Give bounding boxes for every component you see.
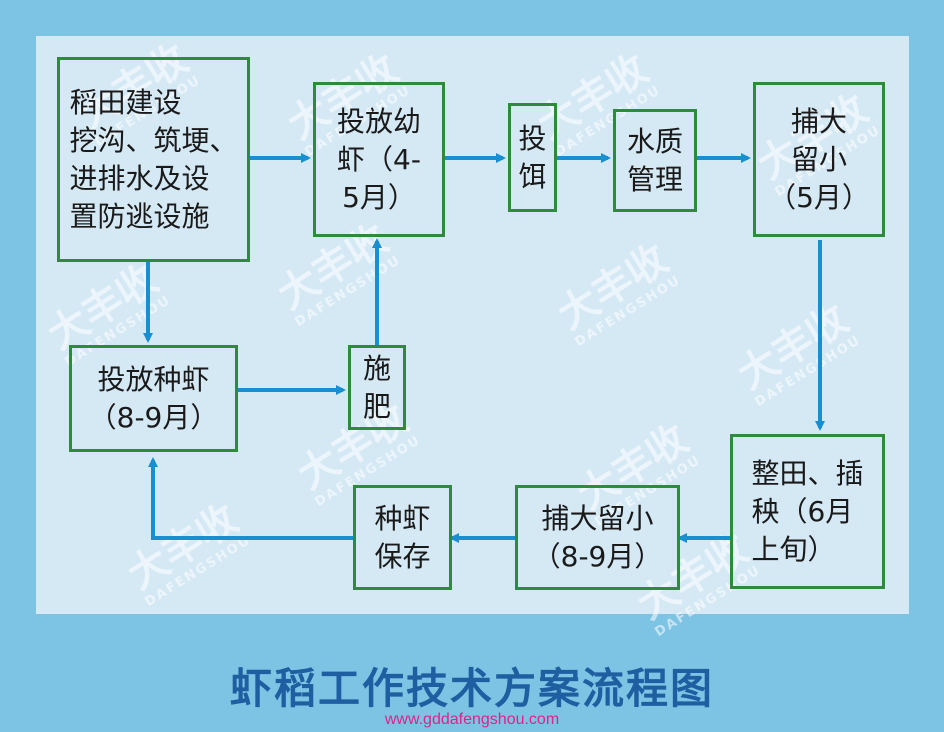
node-stock-breeder-shrimp: 投放种虾 （8-9月）	[69, 345, 238, 452]
node-field-construction: 稻田建设 挖沟、筑埂、 进排水及设 置防逃设施	[57, 57, 250, 262]
node-breeder-preservation: 种虾 保存	[353, 485, 452, 590]
node-water-quality: 水质 管理	[613, 109, 697, 212]
website-url[interactable]: www.gddafengshou.com	[384, 711, 560, 728]
arrow-breeder-to-stock	[148, 457, 353, 540]
node-catch-large-aug: 捕大留小 （8-9月）	[515, 485, 680, 590]
node-catch-large-may: 捕大 留小 （5月）	[753, 82, 885, 237]
node-feeding: 投 饵	[508, 103, 557, 212]
node-field-prep-transplant: 整田、插 秧（6月 上旬）	[730, 434, 885, 589]
diagram-title: 虾稻工作技术方案流程图	[229, 664, 714, 713]
node-fertilize: 施 肥	[348, 345, 406, 430]
node-stock-juvenile-shrimp: 投放幼 虾（4- 5月）	[313, 82, 445, 237]
